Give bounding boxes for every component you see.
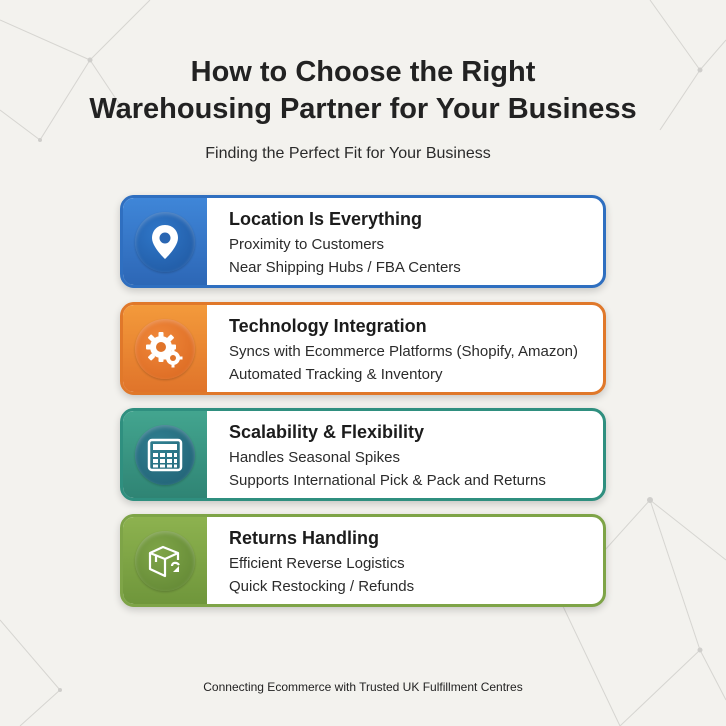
card-location: Location Is Everything Proximity to Cust…: [120, 195, 606, 288]
calculator-icon: [135, 425, 195, 485]
card-color-band: [123, 198, 207, 285]
card-point: Proximity to Customers: [229, 236, 385, 253]
footer-tagline: Connecting Ecommerce with Trusted UK Ful…: [203, 680, 523, 694]
card-scalability: Scalability & Flexibility Handles Season…: [120, 408, 606, 501]
card-point: Supports International Pick & Pack and R…: [229, 472, 546, 489]
card-heading: Returns Handling: [229, 528, 380, 548]
card-color-band: [123, 517, 207, 604]
card-color-band: [123, 305, 207, 392]
card-returns: Returns Handling Efficient Reverse Logis…: [120, 514, 606, 607]
page-subtitle: Finding the Perfect Fit for Your Busines…: [205, 145, 491, 162]
card-heading: Scalability & Flexibility: [229, 422, 425, 442]
card-point: Near Shipping Hubs / FBA Centers: [229, 259, 461, 276]
location-pin-icon: [135, 212, 195, 272]
page-title: How to Choose the Right Warehousing Part…: [0, 54, 726, 128]
card-point: Quick Restocking / Refunds: [229, 578, 415, 595]
card-technology: Technology Integration Syncs with Ecomme…: [120, 302, 606, 395]
card-heading: Technology Integration: [229, 316, 427, 336]
return-box-icon: [135, 531, 195, 591]
card-point: Handles Seasonal Spikes: [229, 449, 400, 466]
card-heading: Location Is Everything: [229, 209, 423, 229]
card-point: Automated Tracking & Inventory: [229, 366, 443, 383]
gears-icon: [135, 319, 195, 379]
card-color-band: [123, 411, 207, 498]
card-point: Syncs with Ecommerce Platforms (Shopify,…: [229, 343, 578, 360]
title-line-1: How to Choose the Right: [190, 56, 536, 88]
title-line-2: Warehousing Partner for Your Business: [89, 93, 637, 125]
card-point: Efficient Reverse Logistics: [229, 555, 405, 572]
